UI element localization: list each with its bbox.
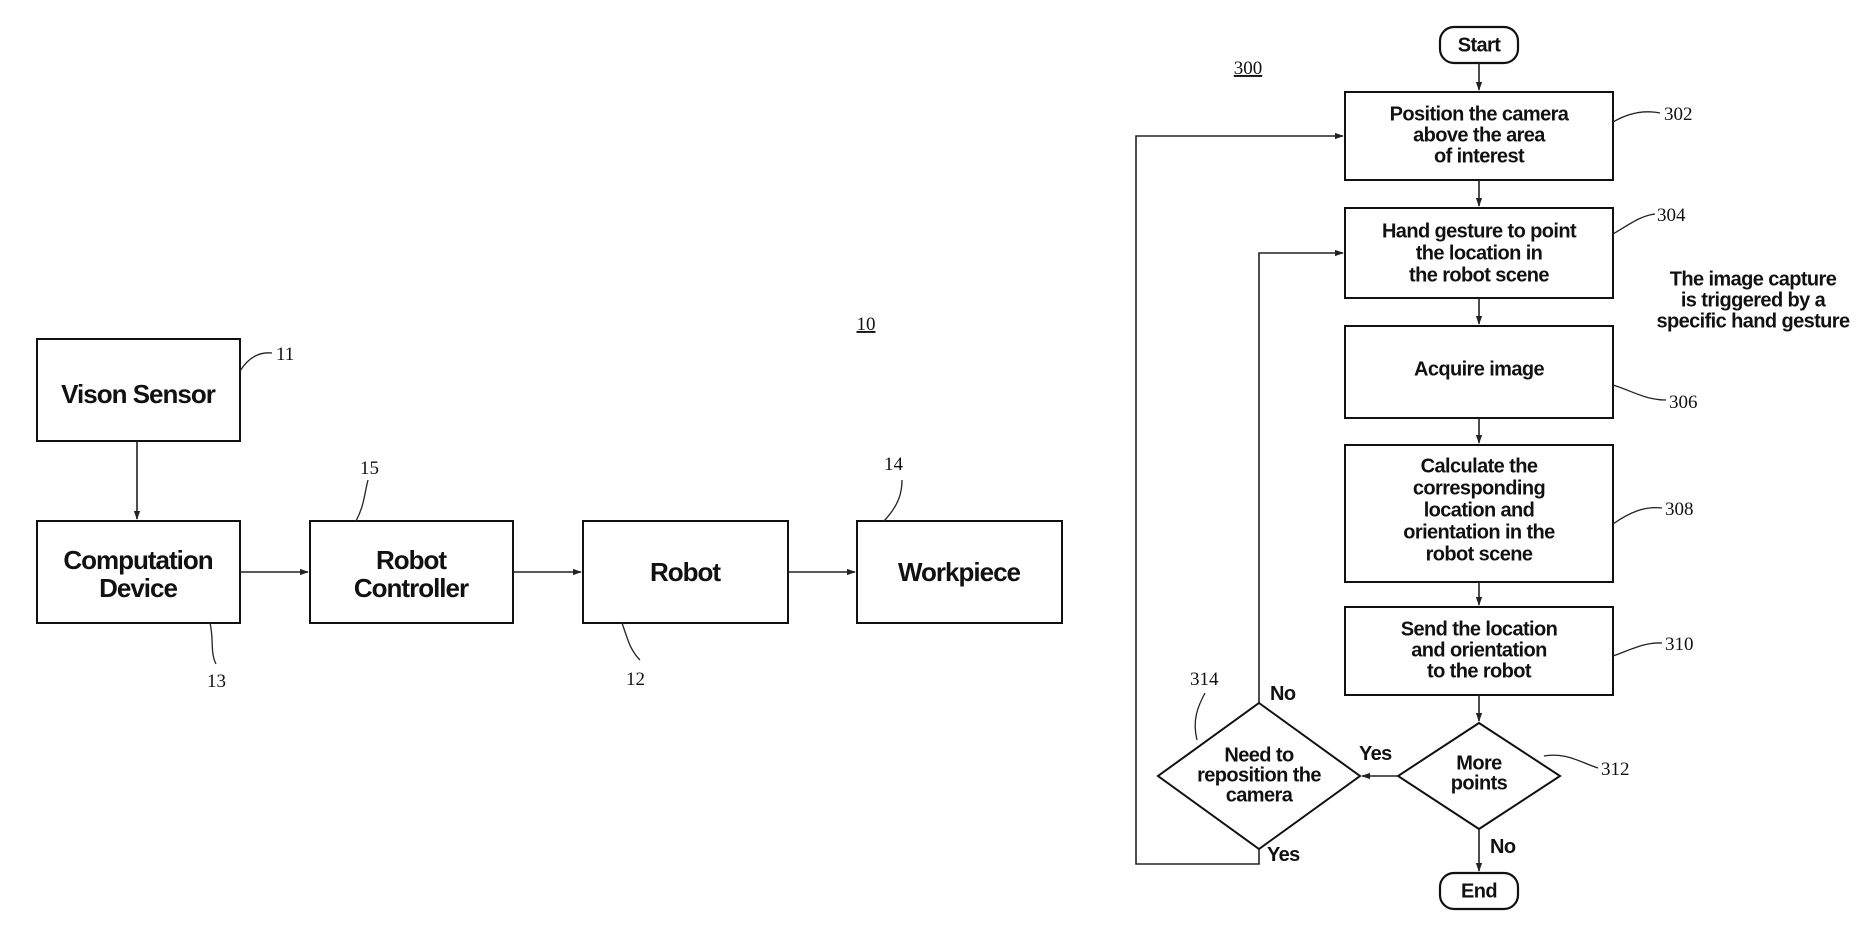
ref-304: 304: [1657, 205, 1686, 226]
ref-308: 308: [1665, 499, 1694, 520]
step-308-line4: orientation in the: [1403, 521, 1555, 543]
workpiece-label: Workpiece: [898, 557, 1021, 587]
step-308-box: Calculate the corresponding location and…: [1345, 445, 1613, 582]
step-308-line5: robot scene: [1426, 543, 1533, 565]
decision-312-yes: Yes: [1359, 743, 1392, 765]
end-label: End: [1461, 880, 1497, 902]
ref-312: 312: [1601, 759, 1630, 780]
step-304-line2: the location in: [1416, 242, 1543, 264]
step-302-line3: of interest: [1434, 145, 1525, 167]
ref-306: 306: [1669, 392, 1698, 413]
decision-314-diamond: Need to reposition the camera: [1158, 703, 1360, 849]
ref-14: 14: [884, 454, 904, 475]
decision-314-line1: Need to: [1224, 744, 1294, 766]
note-line3: specific hand gesture: [1656, 310, 1849, 332]
step-304-line3: the robot scene: [1409, 264, 1549, 286]
step-310-box: Send the location and orientation to the…: [1345, 607, 1613, 695]
step-302-line2: above the area: [1413, 124, 1546, 146]
start-label: Start: [1458, 34, 1502, 56]
end-terminal: End: [1440, 873, 1518, 909]
ref-leader-15: [356, 480, 368, 521]
step-302-line1: Position the camera: [1390, 103, 1570, 125]
step-306-line1: Acquire image: [1414, 358, 1544, 380]
ref-leader-302: [1613, 112, 1660, 122]
ref-leader-13: [210, 623, 216, 664]
ref-leader-306: [1613, 385, 1666, 400]
robot-controller-block: Robot Controller: [310, 521, 513, 623]
vision-sensor-block: Vison Sensor: [37, 339, 240, 441]
robot-block: Robot: [583, 521, 788, 623]
step-306-box: Acquire image: [1345, 326, 1613, 418]
ref-leader-12: [622, 623, 640, 660]
decision-312-line2: points: [1451, 772, 1508, 794]
computation-device-block: Computation Device: [37, 521, 240, 623]
system-block-diagram: 10 Vison Sensor 11 Computation Device 13…: [37, 314, 1062, 692]
ref-15: 15: [360, 458, 379, 479]
decision-314-yes: Yes: [1267, 844, 1300, 866]
step-310-line2: and orientation: [1411, 639, 1546, 661]
robot-label: Robot: [650, 557, 721, 587]
decision-312-line1: More: [1456, 752, 1502, 774]
arrow-314-no-to-304: [1259, 253, 1343, 703]
step-302-box: Position the camera above the area of in…: [1345, 92, 1613, 180]
ref-314: 314: [1190, 669, 1219, 690]
ref-310: 310: [1665, 634, 1694, 655]
computation-device-label-line1: Computation: [63, 545, 212, 575]
decision-312-no: No: [1490, 836, 1516, 858]
note-line1: The image capture: [1670, 268, 1837, 290]
robot-controller-label-line1: Robot: [376, 545, 447, 575]
ref-leader-11: [240, 353, 272, 371]
ref-leader-312: [1544, 755, 1598, 768]
ref-302: 302: [1664, 104, 1693, 125]
decision-314-line2: reposition the: [1197, 764, 1321, 786]
ref-13: 13: [207, 671, 226, 692]
start-terminal: Start: [1440, 27, 1518, 63]
vision-sensor-label: Vison Sensor: [61, 379, 216, 409]
flowchart: 300 Start Position the camera above the …: [1136, 27, 1850, 909]
image-capture-note: The image capture is triggered by a spec…: [1656, 268, 1849, 332]
ref-leader-308: [1613, 508, 1662, 524]
decision-314-no: No: [1270, 683, 1296, 705]
step-304-box: Hand gesture to point the location in th…: [1345, 208, 1613, 298]
figure-ref-300: 300: [1234, 58, 1263, 79]
step-310-line3: to the robot: [1427, 660, 1532, 682]
computation-device-label-line2: Device: [99, 573, 177, 603]
ref-leader-314: [1195, 693, 1205, 740]
ref-12: 12: [626, 669, 645, 690]
step-308-line2: corresponding: [1413, 477, 1545, 499]
ref-leader-310: [1613, 643, 1662, 656]
step-310-line1: Send the location: [1401, 618, 1557, 640]
ref-leader-14: [884, 480, 902, 521]
step-304-line1: Hand gesture to point: [1382, 220, 1577, 242]
ref-11: 11: [276, 344, 294, 365]
figure-ref-10: 10: [857, 314, 876, 335]
note-line2: is triggered by a: [1681, 289, 1827, 311]
step-308-line1: Calculate the: [1421, 455, 1538, 477]
robot-controller-label-line2: Controller: [354, 573, 469, 603]
workpiece-block: Workpiece: [857, 521, 1062, 623]
decision-314-line3: camera: [1226, 784, 1294, 806]
decision-312-diamond: More points: [1398, 723, 1560, 829]
ref-leader-304: [1613, 214, 1655, 234]
step-308-line3: location and: [1424, 499, 1535, 521]
